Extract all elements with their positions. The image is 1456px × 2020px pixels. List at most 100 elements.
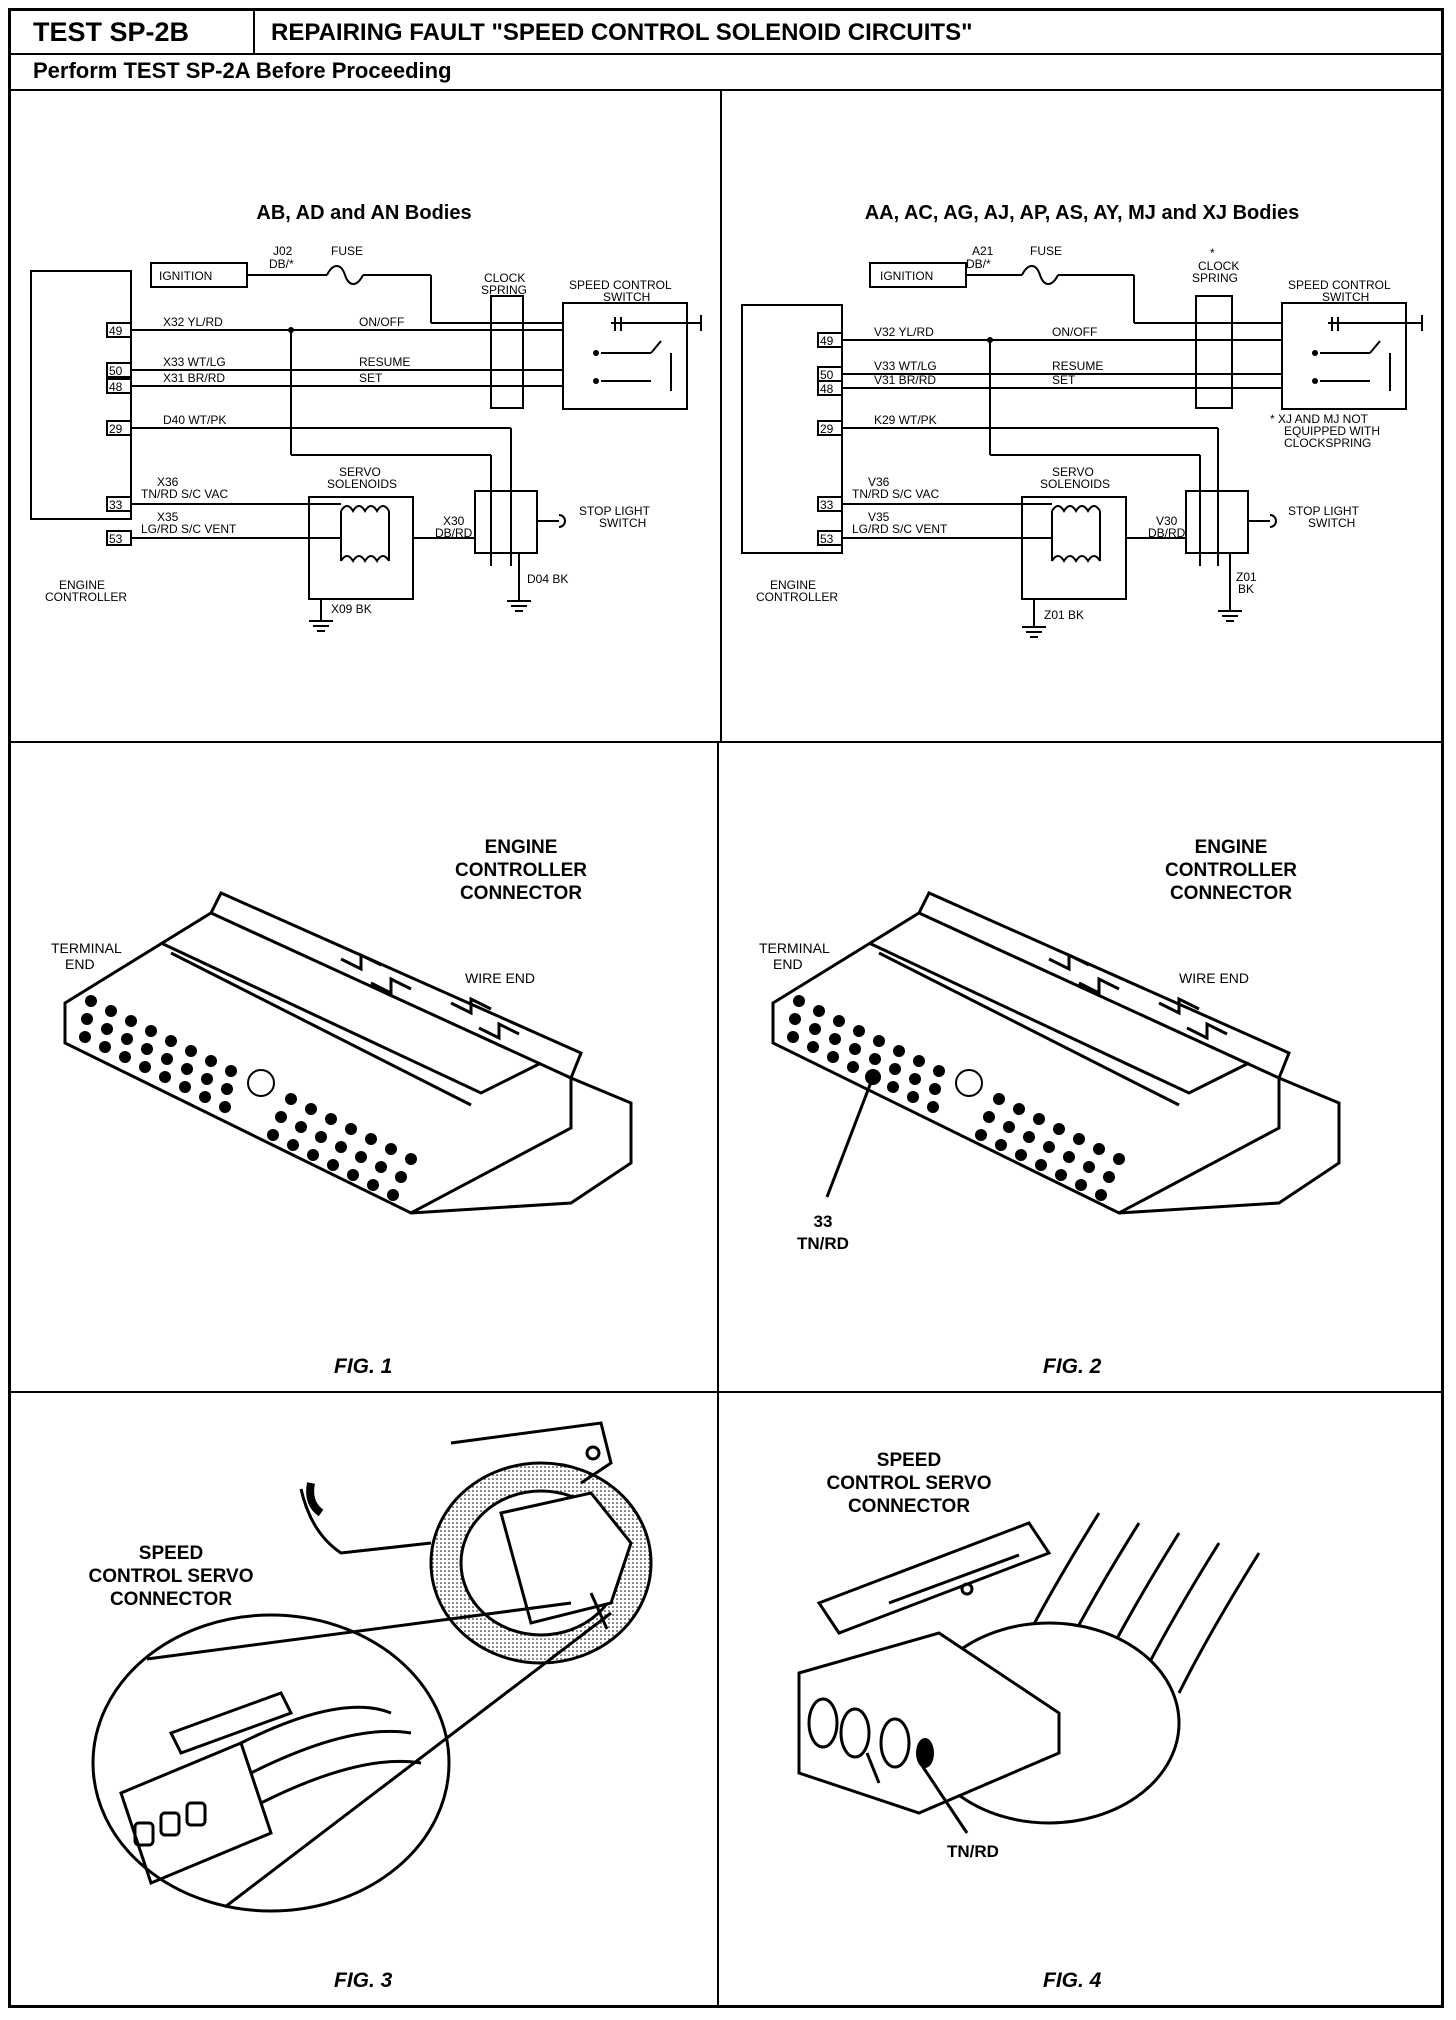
fig2-wire-end-label: WIRE END	[1179, 970, 1249, 986]
right-pin-53: 53	[820, 532, 834, 546]
fig4-pin-label: TN/RD	[947, 1842, 999, 1861]
left-pin-53: 53	[109, 532, 123, 546]
right-stop-switch-label-2: SWITCH	[1308, 516, 1355, 530]
left-wire-x31: X31 BR/RD	[163, 371, 225, 385]
right-pin-48: 48	[820, 382, 834, 396]
left-pin-49: 49	[109, 324, 123, 338]
left-fuse-wire: J02	[273, 244, 293, 258]
right-wire-onoff: ON/OFF	[1052, 325, 1097, 339]
right-note-line2: EQUIPPED WITH	[1284, 424, 1380, 438]
fig1-pins	[79, 995, 417, 1201]
fig4-title-line1: SPEED	[877, 1450, 941, 1471]
fig1-wire-end-label: WIRE END	[465, 970, 535, 986]
right-note-line1: * XJ AND MJ NOT	[1270, 412, 1369, 426]
left-wire-set: SET	[359, 371, 383, 385]
fig2-pin-color: TN/RD	[797, 1234, 849, 1253]
left-fuse-label: FUSE	[331, 244, 363, 258]
left-servo-ground: X09 BK	[331, 602, 372, 616]
right-stop-wire-color: DB/RD	[1148, 526, 1186, 540]
fig-row2-divider	[717, 1393, 719, 2008]
fig2-pin-number: 33	[814, 1212, 833, 1231]
right-pin-49: 49	[820, 334, 834, 348]
fig-row1-divider	[717, 743, 719, 1391]
right-wire-v33: V33 WT/LG	[874, 359, 937, 373]
left-wire-x32: X32 YL/RD	[163, 315, 223, 329]
right-controller-label: ENGINE	[770, 578, 816, 592]
left-controller-label-2: CONTROLLER	[45, 590, 127, 604]
right-pin-33: 33	[820, 498, 834, 512]
header-row: TEST SP-2B REPAIRING FAULT "SPEED CONTRO…	[11, 11, 1441, 55]
prerequisite-text: Perform TEST SP-2A Before Proceeding	[33, 58, 452, 83]
left-vac-id: X36	[157, 475, 179, 489]
fig3-title-line2: CONTROL SERVO	[88, 1566, 253, 1587]
fig4-title-line2: CONTROL SERVO	[826, 1473, 991, 1494]
left-pin-50: 50	[109, 364, 123, 378]
left-stop-wire-color: DB/RD	[435, 526, 473, 540]
servo-figures-row: SPEED CONTROL SERVO CONNECTOR FIG. 3	[11, 1393, 1441, 2008]
right-servo-label: SERVO	[1052, 465, 1094, 479]
right-vac-label: TN/RD S/C VAC	[852, 487, 939, 501]
left-spring-label: SPRING	[481, 283, 527, 297]
fig4-drawing: SPEED CONTROL SERVO CONNECTOR TN/RD	[797, 1450, 1261, 1861]
schematic-section: AB, AD and AN Bodies IGNITION J02 DB/* F…	[11, 91, 1441, 743]
fig3-title-line1: SPEED	[139, 1543, 203, 1564]
fig1-title-line2: CONTROLLER	[455, 860, 587, 881]
right-clock-label: CLOCK	[1198, 259, 1239, 273]
fig2-terminal-label: TERMINAL	[759, 940, 830, 956]
fig2-caption: FIG. 2	[1043, 1355, 1102, 1378]
fig4-title-line3: CONNECTOR	[848, 1496, 970, 1517]
right-note-line3: CLOCKSPRING	[1284, 436, 1371, 450]
fig2-title-line1: ENGINE	[1195, 837, 1268, 858]
right-wire-v32: V32 YL/RD	[874, 325, 934, 339]
fig4-caption: FIG. 4	[1043, 1969, 1102, 1992]
fig1-drawing: ENGINE CONTROLLER CONNECTOR TERMINAL END…	[51, 837, 633, 1215]
right-clock-asterisk: *	[1210, 246, 1215, 260]
left-stop-ground: D04 BK	[527, 572, 568, 586]
fig1-caption: FIG. 1	[334, 1355, 393, 1378]
left-clock-label: CLOCK	[484, 271, 525, 285]
fig2-end-label: END	[773, 956, 803, 972]
right-vent-id: V35	[868, 510, 890, 524]
left-pin-48: 48	[109, 380, 123, 394]
prerequisite-row: Perform TEST SP-2A Before Proceeding	[11, 53, 1441, 91]
right-fuse-label: FUSE	[1030, 244, 1062, 258]
left-switch-label-2: SWITCH	[603, 290, 650, 304]
schematic-left: AB, AD and AN Bodies IGNITION J02 DB/* F…	[30, 202, 702, 632]
fig2-pins	[787, 995, 1125, 1201]
fig4-tnrd-cavity	[916, 1738, 934, 1768]
right-wire-set: SET	[1052, 373, 1076, 387]
right-spring-label: SPRING	[1192, 271, 1238, 285]
left-vac-label: TN/RD S/C VAC	[141, 487, 228, 501]
right-wire-resume: RESUME	[1052, 359, 1103, 373]
fig1-title-line3: CONNECTOR	[460, 883, 582, 904]
fig2-title-line3: CONNECTOR	[1170, 883, 1292, 904]
left-pin-29: 29	[109, 422, 123, 436]
right-wire-v31: V31 BR/RD	[874, 373, 936, 387]
left-pin-33: 33	[109, 498, 123, 512]
engine-controller-box	[30, 270, 132, 520]
test-title: REPAIRING FAULT "SPEED CONTROL SOLENOID …	[271, 19, 973, 46]
left-stop-switch-label: STOP LIGHT	[579, 504, 651, 518]
right-stop-ground: Z01	[1236, 570, 1257, 584]
right-controller-label-2: CONTROLLER	[756, 590, 838, 604]
test-id: TEST SP-2B	[11, 11, 255, 53]
right-pin-50: 50	[820, 368, 834, 382]
left-vent-id: X35	[157, 510, 179, 524]
schematic-divider	[720, 91, 722, 741]
right-fuse-wire: A21	[972, 244, 994, 258]
fig2-title-line2: CONTROLLER	[1165, 860, 1297, 881]
right-stop-switch-label: STOP LIGHT	[1288, 504, 1360, 518]
right-vac-id: V36	[868, 475, 890, 489]
right-ignition-label: IGNITION	[880, 269, 933, 283]
right-stop-ground-2: BK	[1238, 582, 1254, 596]
left-vent-label: LG/RD S/C VENT	[141, 522, 237, 536]
fig3-drawing: SPEED CONTROL SERVO CONNECTOR	[88, 1421, 653, 1913]
left-wire-resume: RESUME	[359, 355, 410, 369]
left-wire-d40: D40 WT/PK	[163, 413, 226, 427]
right-vent-label: LG/RD S/C VENT	[852, 522, 948, 536]
right-title: AA, AC, AG, AJ, AP, AS, AY, MJ and XJ Bo…	[865, 202, 1300, 224]
fig1-end-label: END	[65, 956, 95, 972]
fig1-title-line1: ENGINE	[485, 837, 558, 858]
right-solenoids-label: SOLENOIDS	[1040, 477, 1110, 491]
fig2-drawing: ENGINE CONTROLLER CONNECTOR 33 TN/RD TER…	[759, 837, 1341, 1253]
